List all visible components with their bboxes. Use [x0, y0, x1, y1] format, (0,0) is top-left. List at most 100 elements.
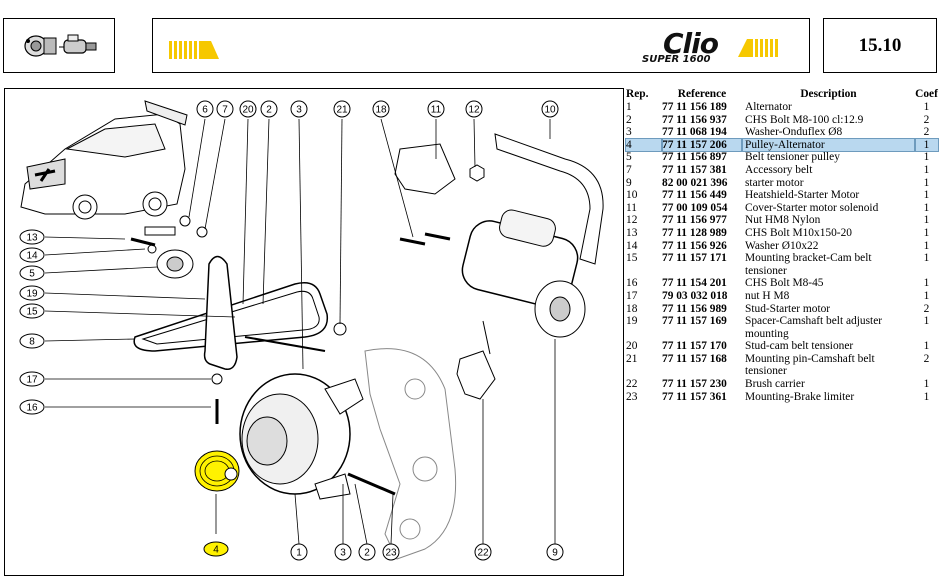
part-coef: 1: [923, 201, 930, 214]
callout-7[interactable]: 7: [216, 100, 234, 118]
starter-motor-illustration: [461, 209, 586, 338]
car-illustration: [20, 100, 188, 220]
part-rep: 19: [626, 315, 638, 328]
part-rep: 23: [626, 390, 638, 403]
part-rep: 10: [626, 189, 638, 202]
callout-label: 6: [202, 105, 208, 116]
callout-11[interactable]: 11: [427, 100, 445, 118]
part-coef: 1: [923, 239, 930, 252]
part-reference: 77 00 109 054: [662, 201, 728, 214]
part-rep: 5: [626, 151, 632, 164]
callout-2[interactable]: 2: [358, 543, 376, 561]
part-description: Belt tensioner pulley: [745, 151, 840, 164]
part-reference: 77 11 156 926: [662, 239, 727, 252]
super-1600-logo: SUPER 1600: [642, 54, 711, 65]
part-reference: 77 11 128 989: [662, 226, 727, 239]
part-description: Mounting-Brake limiter: [745, 390, 855, 403]
callout-13[interactable]: 13: [19, 229, 45, 245]
callout-3[interactable]: 3: [334, 543, 352, 561]
part-coef: 1: [923, 151, 930, 164]
pulley-alternator-highlight: [194, 450, 240, 492]
callout-label: 17: [26, 375, 38, 386]
callout-label: 11: [431, 105, 442, 116]
part-coef: 1: [923, 226, 930, 239]
callout-label: 18: [375, 105, 387, 116]
callout-9[interactable]: 9: [546, 543, 564, 561]
callout-10[interactable]: 10: [541, 100, 559, 118]
part-coef: 2: [923, 302, 930, 315]
callout-8[interactable]: 8: [19, 333, 45, 349]
part-description: Pulley-Alternator: [741, 137, 916, 153]
part-coef: 2: [923, 352, 930, 365]
part-description: Cover-Starter motor solenoid: [745, 201, 879, 214]
part-coef: 1: [923, 340, 930, 353]
callout-4[interactable]: 4: [203, 541, 229, 557]
callout-15[interactable]: 15: [19, 303, 45, 319]
part-description: nut H M8: [745, 289, 790, 302]
callout-1[interactable]: 1: [290, 543, 308, 561]
part-coef: 1: [923, 277, 930, 290]
callout-label: 4: [213, 545, 219, 556]
callout-5[interactable]: 5: [19, 265, 45, 281]
part-coef: 1: [914, 137, 939, 153]
callout-23[interactable]: 23: [382, 543, 400, 561]
part-description: Stud-Starter motor: [745, 302, 831, 315]
callout-label: 1: [296, 548, 302, 559]
part-reference: 77 11 157 168: [662, 352, 727, 365]
col-description: Description: [800, 88, 857, 101]
col-rep: Rep.: [626, 88, 649, 101]
callout-label: 8: [29, 337, 35, 348]
callout-16[interactable]: 16: [19, 399, 45, 415]
part-reference: 77 11 156 977: [662, 214, 727, 227]
callout-21[interactable]: 21: [333, 100, 351, 118]
callout-18[interactable]: 18: [372, 100, 390, 118]
part-coef: 1: [923, 315, 930, 328]
callout-14[interactable]: 14: [19, 247, 45, 263]
callout-label: 12: [468, 105, 480, 116]
part-description: Washer Ø10x22: [745, 239, 819, 252]
part-rep: 7: [626, 163, 632, 176]
part-coef: 1: [923, 289, 930, 302]
banner-stripes-graphic: [169, 39, 778, 59]
callout-label: 21: [336, 105, 348, 116]
part-reference: 77 11 157 171: [662, 252, 727, 265]
part-rep: 18: [626, 302, 638, 315]
callout-22[interactable]: 22: [474, 543, 492, 561]
part-description: Nut HM8 Nylon: [745, 214, 821, 227]
callout-17[interactable]: 17: [19, 371, 45, 387]
callout-3[interactable]: 3: [290, 100, 308, 118]
clio-logo: Clio: [663, 27, 719, 60]
callout-20[interactable]: 20: [239, 100, 257, 118]
callout-label: 5: [29, 269, 35, 280]
part-reference: 77 11 157 170: [662, 340, 727, 353]
callout-19[interactable]: 19: [19, 285, 45, 301]
callout-6[interactable]: 6: [196, 100, 214, 118]
callout-12[interactable]: 12: [465, 100, 483, 118]
page-number: 15.10: [823, 18, 937, 73]
callout-2[interactable]: 2: [260, 100, 278, 118]
part-reference: 77 11 156 449: [662, 189, 727, 202]
